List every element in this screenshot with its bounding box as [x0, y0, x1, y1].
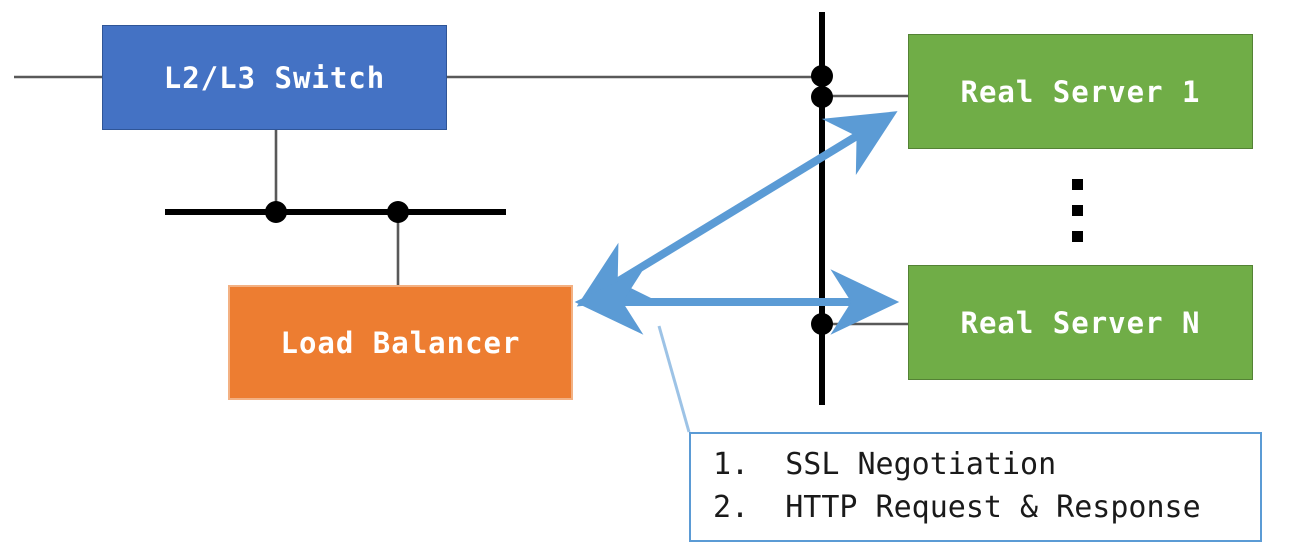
junction-dot-lower-bus-lb [387, 201, 409, 223]
node-real-server-n[interactable]: Real Server N [908, 265, 1253, 380]
vertical-ellipsis-dot-2 [1072, 205, 1083, 216]
junction-dot-lower-bus-switch [265, 201, 287, 223]
node-real-server-1-label: Real Server 1 [960, 74, 1201, 109]
node-l2-l3-switch[interactable]: L2/L3 Switch [102, 25, 447, 130]
node-l2-l3-switch-label: L2/L3 Switch [163, 60, 386, 95]
junction-dot-bus-servern [811, 313, 833, 335]
junction-dot-bus-top [811, 65, 833, 87]
vertical-ellipsis-dot-3 [1072, 231, 1083, 242]
legend-item-1: 1. SSL Negotiation [713, 447, 1057, 483]
node-real-server-n-label: Real Server N [960, 305, 1201, 340]
node-real-server-1[interactable]: Real Server 1 [908, 34, 1253, 149]
junction-dot-bus-server1 [811, 86, 833, 108]
vertical-ellipsis-dot-1 [1072, 179, 1083, 190]
node-load-balancer[interactable]: Load Balancer [228, 285, 573, 400]
legend-callout: 1. SSL Negotiation 2. HTTP Request & Res… [689, 432, 1262, 542]
arrow-lb-to-real-server-1 [576, 111, 898, 307]
legend-leader-line [657, 325, 691, 433]
legend-item-2: 2. HTTP Request & Response [713, 490, 1201, 525]
node-load-balancer-label: Load Balancer [280, 325, 521, 360]
